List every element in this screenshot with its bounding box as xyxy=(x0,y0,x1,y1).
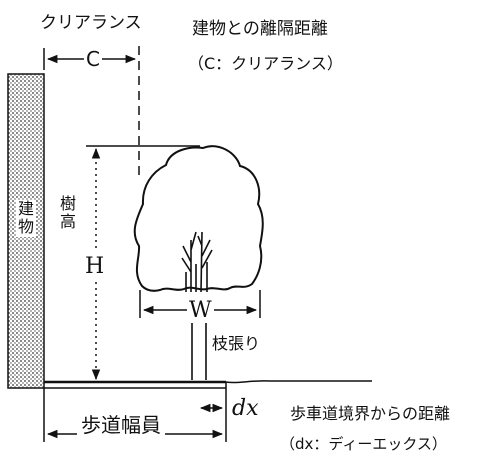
building-distance-label: 建物との離隔距離 xyxy=(192,19,328,39)
width-symbol: W xyxy=(187,298,214,323)
tree-height-label: 樹高 xyxy=(59,194,76,232)
clearance-title: クリアランス xyxy=(40,13,142,33)
clearance-note: （C：クリアランス） xyxy=(188,54,343,73)
dx-symbol: dx xyxy=(232,396,259,421)
branch-spread-label: 枝張り xyxy=(212,334,261,353)
dx-note: （dx：ディーエックス） xyxy=(280,435,447,453)
boundary-distance-label: 歩車道境界からの距離 xyxy=(290,404,451,423)
building-label: 建物 xyxy=(16,199,36,237)
clearance-symbol: C xyxy=(84,47,102,71)
roadway-line xyxy=(225,380,372,384)
height-symbol: H xyxy=(85,252,105,281)
tree-canopy xyxy=(133,145,264,292)
sidewalk-width-label: 歩道幅員 xyxy=(77,409,165,438)
